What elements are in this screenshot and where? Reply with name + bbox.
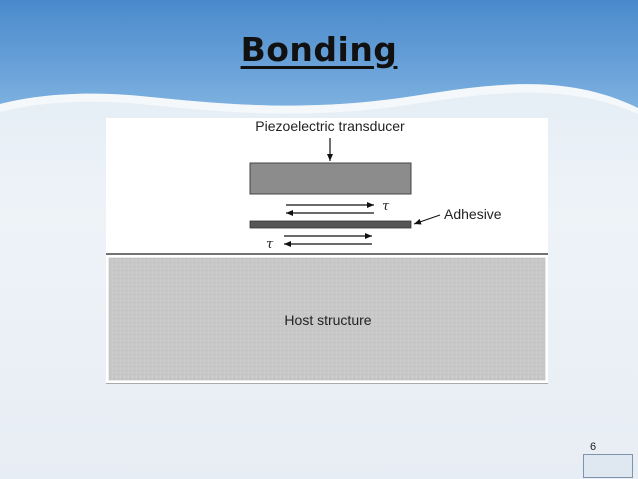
slide-title-text: Bonding xyxy=(240,30,398,69)
host-structure xyxy=(108,257,546,381)
header-wave-decoration xyxy=(0,0,638,114)
adhesive-pointer-arrow xyxy=(413,214,441,225)
upper-shear-tau-symbol: τ xyxy=(382,199,390,214)
slide-title: Bonding xyxy=(0,30,638,69)
piezoelectric-transducer xyxy=(249,162,412,195)
host-structure-label: Host structure xyxy=(284,312,371,328)
page-number-box xyxy=(583,454,633,478)
bonding-diagram-svg: Piezoelectric transducer τ Adhesive τ Ho xyxy=(106,118,548,381)
bonding-diagram: Piezoelectric transducer τ Adhesive τ Ho xyxy=(106,118,548,384)
page-number: 6 xyxy=(590,441,597,453)
transducer-label: Piezoelectric transducer xyxy=(255,118,405,134)
adhesive-layer xyxy=(249,220,412,229)
lower-shear-tau-symbol: τ xyxy=(266,237,274,252)
adhesive-label: Adhesive xyxy=(444,206,502,222)
